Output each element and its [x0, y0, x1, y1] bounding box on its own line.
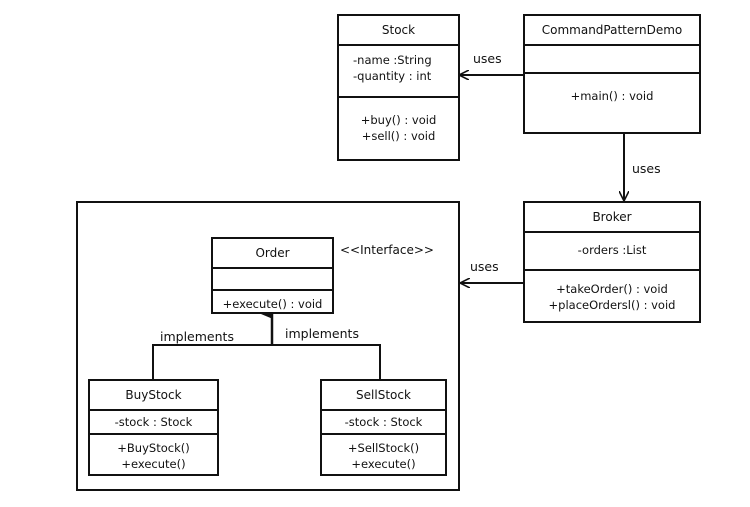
method: +takeOrder() : void [556, 282, 668, 296]
label-broker-uses-orders: uses [470, 259, 499, 274]
method: +execute() : void [222, 297, 323, 311]
class-attributes [213, 269, 332, 291]
attribute: -orders :List [577, 243, 647, 257]
method: +placeOrdersl() : void [548, 298, 676, 312]
class-attributes: -stock : Stock [90, 411, 217, 435]
class-order: Order +execute() : void [211, 237, 334, 314]
class-methods: +execute() : void [213, 291, 332, 312]
class-methods: +SellStock() +execute() [322, 435, 445, 472]
attribute: -quantity : int [353, 69, 432, 83]
method: +execute() [121, 457, 186, 471]
class-attributes [525, 46, 699, 74]
label-sellstock-implements: implements [285, 326, 359, 341]
attribute: -stock : Stock [344, 415, 423, 429]
class-broker: Broker -orders :List +takeOrder() : void… [523, 201, 701, 323]
class-attributes: -name :String -quantity : int [339, 46, 458, 98]
class-stock: Stock -name :String -quantity : int +buy… [337, 14, 460, 161]
class-title: Broker [525, 203, 699, 233]
label-buystock-implements: implements [160, 329, 234, 344]
class-title: Stock [339, 16, 458, 46]
implements-line-sellstock [272, 344, 381, 379]
class-title: SellStock [322, 381, 445, 411]
class-sellstock: SellStock -stock : Stock +SellStock() +e… [320, 379, 447, 476]
method: +buy() : void [360, 113, 437, 127]
order-stereotype: <<Interface>> [340, 243, 434, 257]
label-demo-uses-stock: uses [473, 51, 502, 66]
implements-line-buystock [152, 344, 272, 379]
class-methods: +main() : void [525, 74, 699, 104]
package-frame [76, 201, 460, 491]
class-attributes: -orders :List [525, 233, 699, 271]
class-methods: +takeOrder() : void +placeOrdersl() : vo… [525, 271, 699, 313]
class-methods: +buy() : void +sell() : void [339, 98, 458, 144]
class-command-pattern-demo: CommandPatternDemo +main() : void [523, 14, 701, 134]
method: +BuyStock() [117, 441, 190, 455]
class-methods: +BuyStock() +execute() [90, 435, 217, 472]
method: +execute() [351, 457, 416, 471]
attribute: -stock : Stock [114, 415, 193, 429]
method: +SellStock() [347, 441, 420, 455]
class-attributes: -stock : Stock [322, 411, 445, 435]
method: +sell() : void [361, 129, 436, 143]
class-buystock: BuyStock -stock : Stock +BuyStock() +exe… [88, 379, 219, 476]
class-title: Order [213, 239, 332, 269]
class-title: CommandPatternDemo [525, 16, 699, 46]
label-demo-uses-broker: uses [632, 161, 661, 176]
class-title: BuyStock [90, 381, 217, 411]
method: +main() : void [570, 89, 654, 103]
attribute: -name :String [353, 53, 432, 67]
